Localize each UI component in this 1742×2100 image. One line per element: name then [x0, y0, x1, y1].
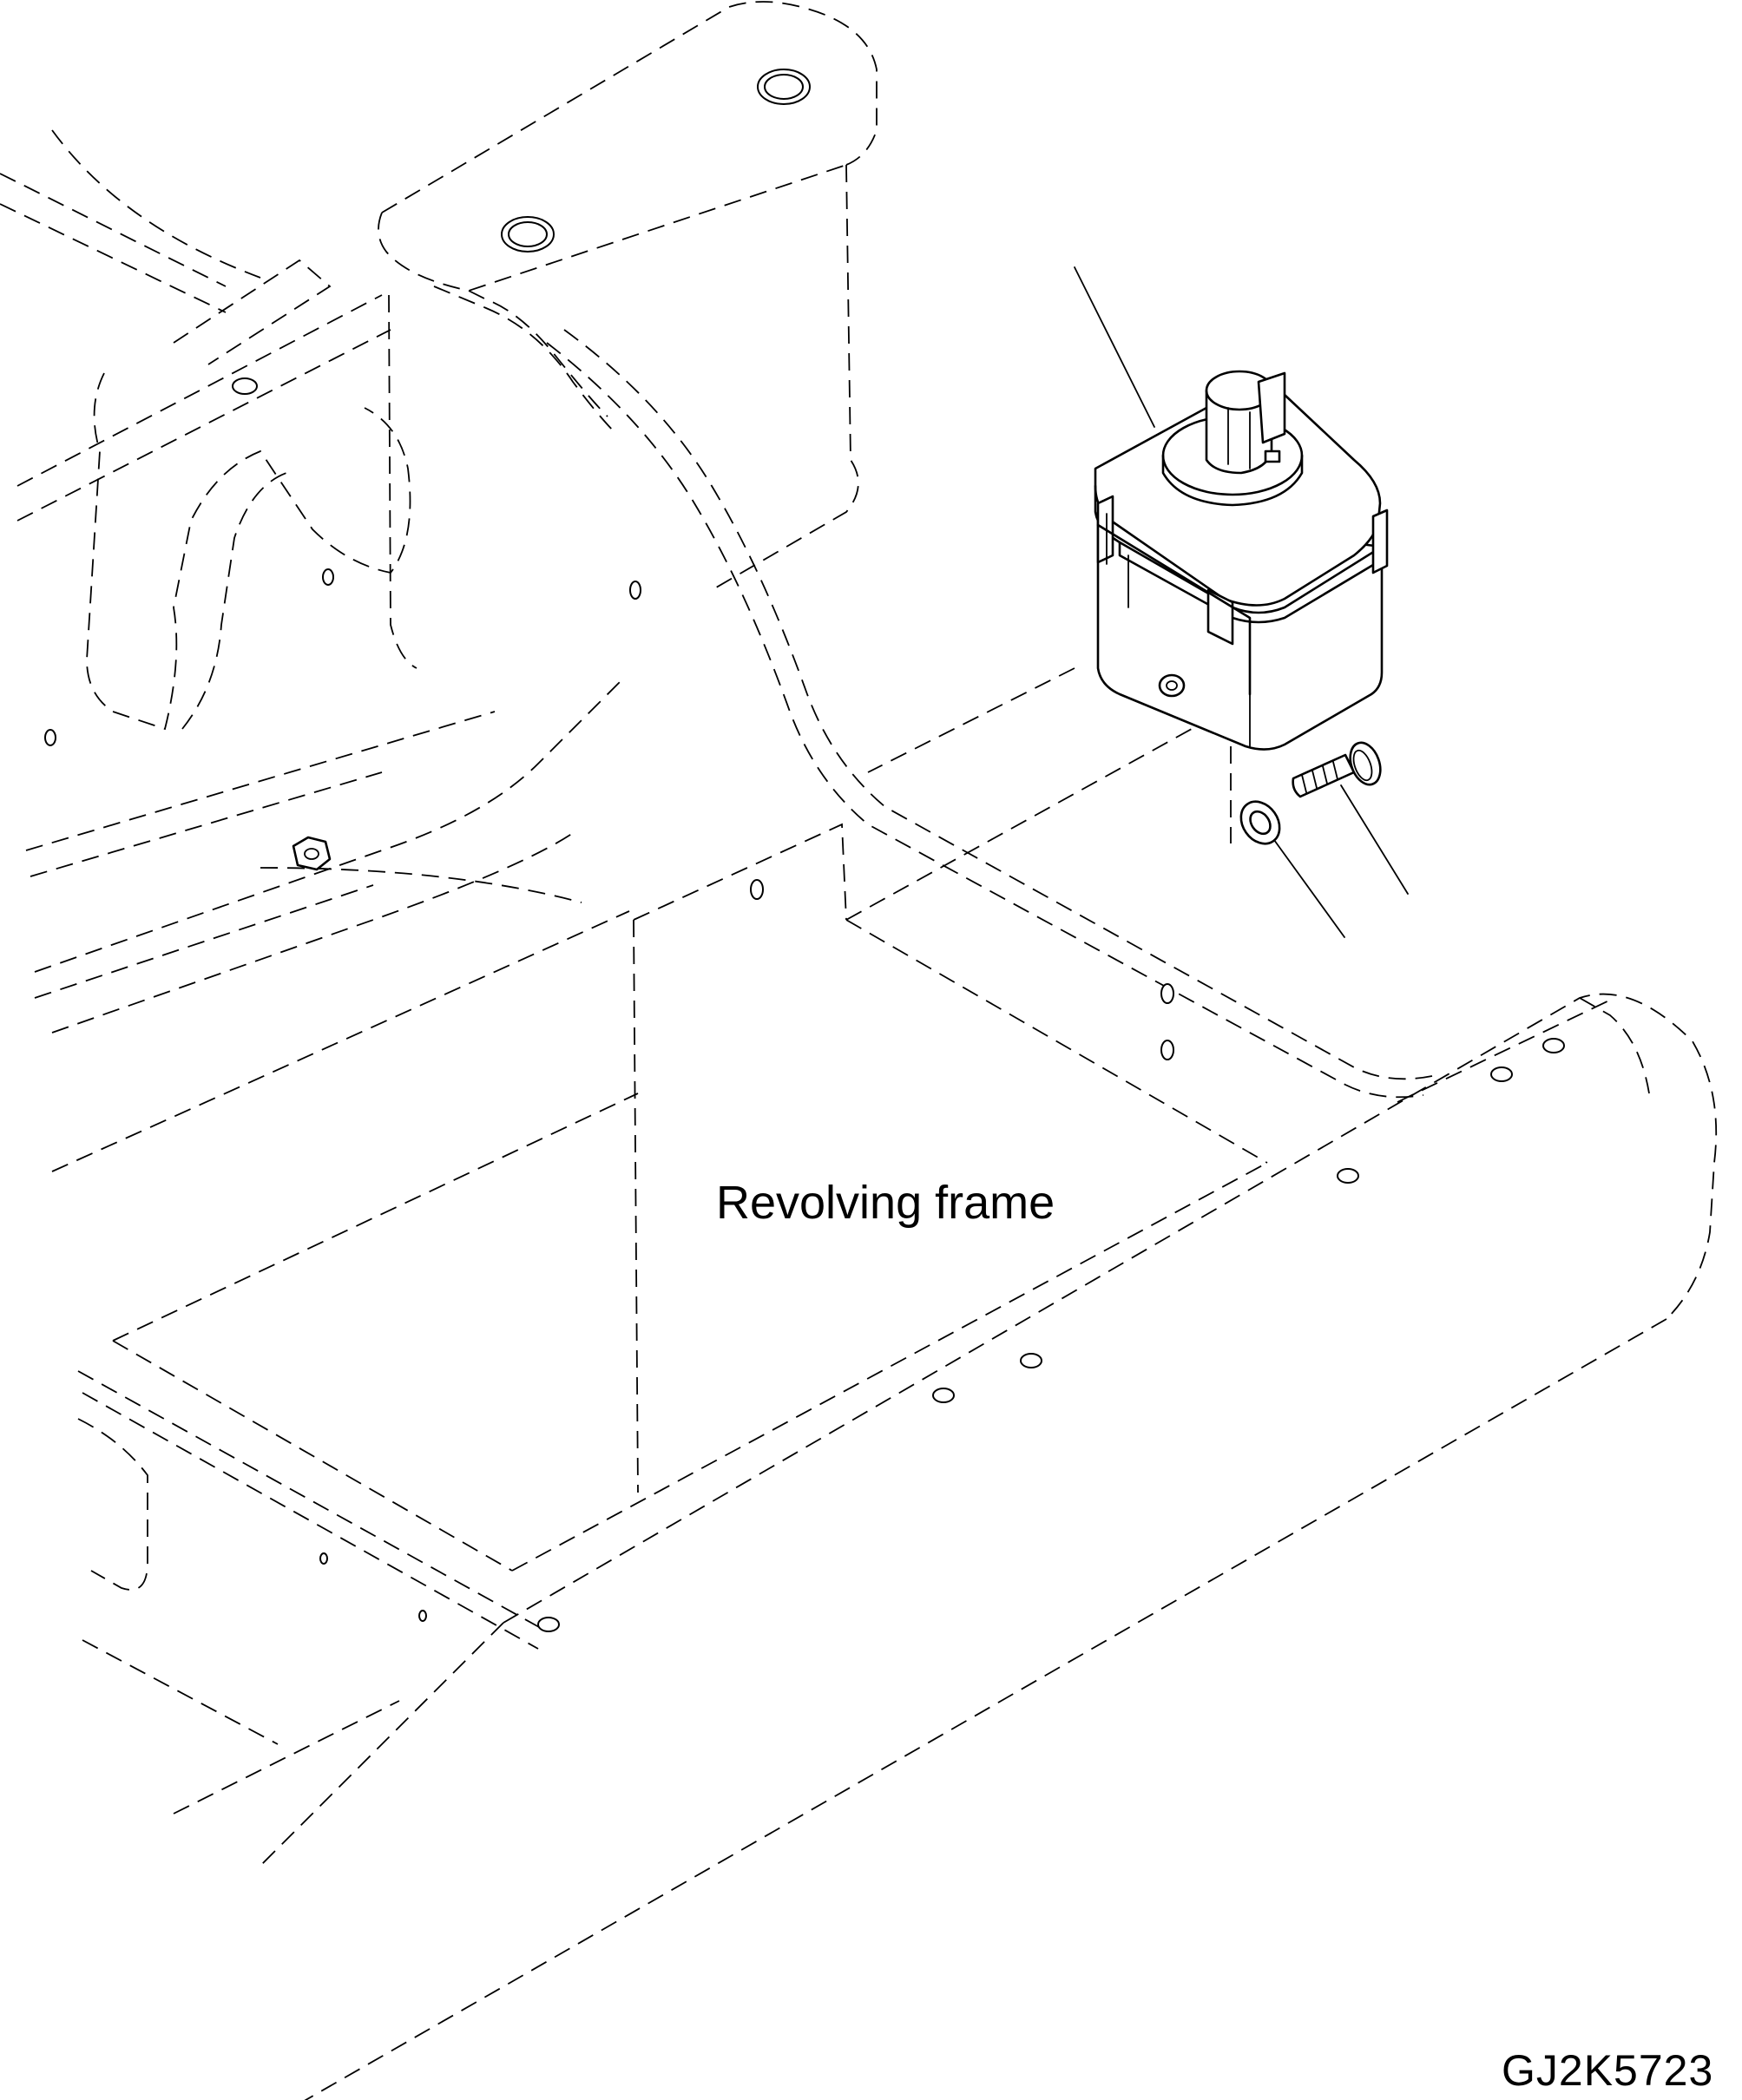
frame-holes — [44, 69, 1565, 1632]
washer-leader-line — [1273, 839, 1345, 938]
tank-assembly — [1094, 370, 1389, 751]
tank-leader-line — [1074, 266, 1155, 428]
bolt-leader-line — [1340, 784, 1409, 895]
revolving-frame-label: Revolving frame — [716, 1177, 1055, 1229]
bolt — [1292, 741, 1382, 798]
washer — [1239, 800, 1281, 845]
drawing-code: GJ2K5723 — [1502, 2046, 1714, 2095]
hex-nut — [292, 836, 332, 871]
